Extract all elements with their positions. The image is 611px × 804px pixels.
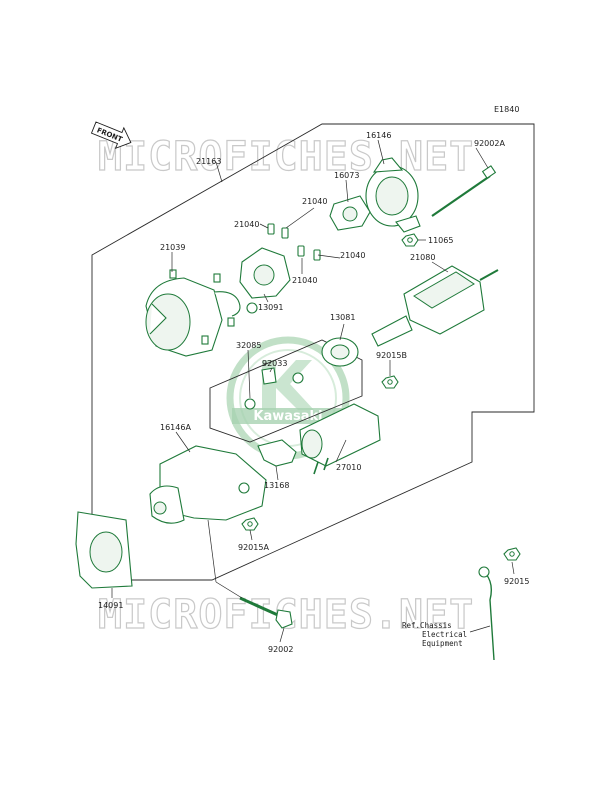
part-labels: 21163 16146 92002A 16073 21040 21040 210… xyxy=(98,131,529,654)
diagram-code: E1840 xyxy=(494,105,519,114)
yoke-housing xyxy=(145,269,258,357)
nut-92015a xyxy=(241,517,259,531)
part-label[interactable]: 13168 xyxy=(264,481,289,490)
plate-16073 xyxy=(329,195,371,231)
part-label[interactable]: 92033 xyxy=(262,359,287,368)
part-label[interactable]: 13081 xyxy=(330,313,355,322)
part-label[interactable]: 92002A xyxy=(474,139,505,148)
part-label[interactable]: 21040 xyxy=(292,276,317,285)
gasket-14091 xyxy=(75,511,133,589)
kawasaki-wordmark: Kawasaki xyxy=(253,409,322,424)
part-label[interactable]: 92015A xyxy=(238,543,269,552)
part-label[interactable]: 11065 xyxy=(428,236,453,245)
part-label[interactable]: 21040 xyxy=(302,197,327,206)
brush-springs-21040 xyxy=(267,223,321,261)
part-label[interactable]: 92015 xyxy=(504,577,529,586)
leader-lines xyxy=(111,139,515,643)
nut-11065 xyxy=(401,233,419,247)
ref-note-line-3: Equipment xyxy=(422,639,463,648)
ref-note-line-1: Ref.Chassis xyxy=(402,621,452,630)
watermark-top: MICROFICHES.NET xyxy=(98,134,474,180)
brush-holder-13091 xyxy=(239,247,291,299)
part-label[interactable]: 21039 xyxy=(160,243,185,252)
part-label[interactable]: 92015B xyxy=(376,351,407,360)
part-label[interactable]: 27010 xyxy=(336,463,361,472)
front-housing-16146a xyxy=(149,445,267,524)
part-label[interactable]: 32085 xyxy=(236,341,261,350)
part-label[interactable]: 13091 xyxy=(258,303,283,312)
through-bolt-92002a xyxy=(431,165,497,217)
brush-kit-frame xyxy=(209,339,363,443)
armature-21080 xyxy=(371,265,499,347)
brush-kit-parts xyxy=(244,367,304,410)
part-label[interactable]: 16146 xyxy=(366,131,391,140)
pinion-13081 xyxy=(321,337,359,367)
part-label[interactable]: 14091 xyxy=(98,601,123,610)
mounting-bolt-92002 xyxy=(239,596,293,629)
ref-note-line-2: Electrical xyxy=(422,630,467,639)
end-cover-16146 xyxy=(365,157,421,233)
part-label[interactable]: 21080 xyxy=(410,253,435,262)
part-label[interactable]: 21163 xyxy=(196,157,221,166)
nut-92015b xyxy=(381,375,399,389)
battery-cable xyxy=(478,547,521,661)
solenoid-27010 xyxy=(299,403,381,475)
part-label[interactable]: 21040 xyxy=(340,251,365,260)
part-label[interactable]: 21040 xyxy=(234,220,259,229)
shift-lever-13168 xyxy=(257,439,297,467)
reference-note: Ref.Chassis Electrical Equipment xyxy=(402,621,467,648)
part-label[interactable]: 92002 xyxy=(268,645,293,654)
part-label[interactable]: 16146A xyxy=(160,423,191,432)
part-label[interactable]: 16073 xyxy=(334,171,359,180)
